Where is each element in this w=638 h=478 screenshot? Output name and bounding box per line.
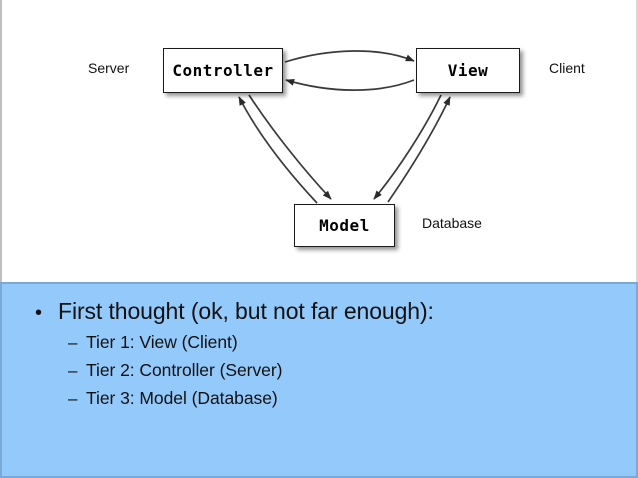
node-controller-label: Controller [172,61,274,80]
bullet-marker-dash: – [68,389,78,409]
edge-controller-to-view [284,50,415,63]
diagram-node-view[interactable]: View [416,48,520,93]
edge-view-to-model [373,94,442,200]
edge-model-to-view [387,96,451,203]
bullet-text: Tier 2: Controller (Server) [86,360,283,381]
bullet-marker-dot: • [35,302,43,324]
bullet-item-sub: – Tier 3: Model (Database) [2,388,638,409]
diagram-label-client: Client [549,60,585,76]
diagram-node-controller[interactable]: Controller [163,48,283,93]
diagram-arrows-layer [238,50,451,204]
diagram-label-database: Database [422,215,482,231]
bullet-marker-dash: – [68,333,78,353]
bullet-item-sub: – Tier 2: Controller (Server) [2,360,638,381]
bullet-marker-dash: – [68,361,78,381]
slide-frame-left-edge [0,0,2,282]
diagram-node-model[interactable]: Model [294,204,395,247]
bullet-item-primary: • First thought (ok, but not far enough)… [2,298,638,325]
slide-frame-right-edge [636,0,638,282]
edge-model-to-controller [238,96,318,204]
bullet-text: First thought (ok, but not far enough): [58,298,434,324]
node-model-label: Model [319,216,370,235]
content-panel: • First thought (ok, but not far enough)… [0,282,638,478]
bullet-list: • First thought (ok, but not far enough)… [2,298,638,409]
bullet-item-sub: – Tier 1: View (Client) [2,332,638,353]
bullet-text: Tier 1: View (Client) [86,332,238,353]
edge-view-to-controller [285,78,415,91]
diagram-label-server: Server [88,60,130,76]
edge-controller-to-model [248,94,332,200]
node-view-label: View [447,61,489,80]
bullet-text: Tier 3: Model (Database) [86,388,278,409]
mvc-diagram: Controller View Model Server Client Data… [88,48,585,247]
